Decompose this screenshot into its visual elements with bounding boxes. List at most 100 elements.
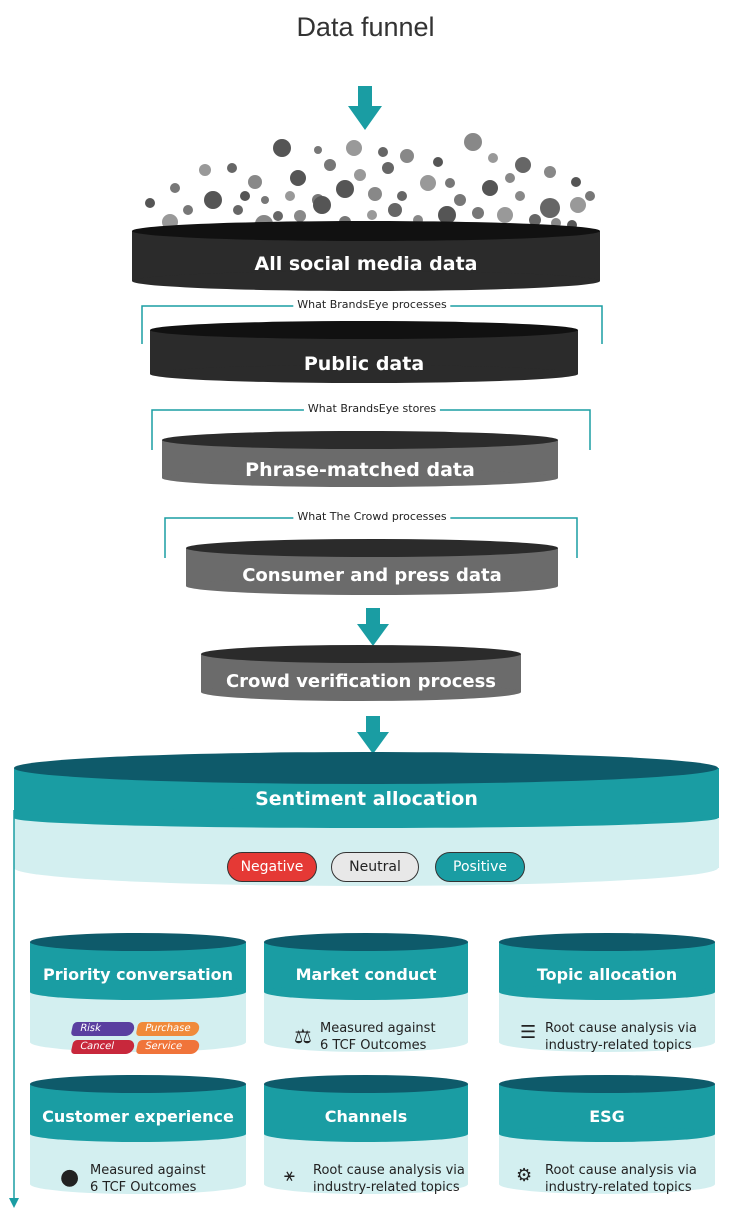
data-particle [540,198,560,218]
page-title: Data funnel [296,12,435,42]
data-particle [233,205,243,215]
card-cylinder [499,1075,715,1194]
gear-leaf-icon: ⚙ [516,1165,533,1186]
data-particle [571,177,581,187]
data-particle [388,203,402,217]
data-particle [183,205,193,215]
data-particle [472,207,484,219]
data-particle [367,210,377,220]
data-particle [488,153,498,163]
card-text-esg-2: industry-related topics [545,1180,692,1195]
card-text-channels-1: Root cause analysis via [313,1163,465,1178]
arrow-to-crowd-icon [357,608,389,646]
data-particle [585,191,595,201]
arrow-to-sentiment-icon [357,716,389,754]
card-title-market: Market conduct [295,965,437,984]
tag-purchase: Purchase [135,1022,201,1036]
flow-line-icon [9,810,19,1208]
data-particle [273,211,283,221]
data-particle [285,191,295,201]
data-particle [170,183,180,193]
data-particle [505,173,515,183]
card-title-channels: Channels [324,1107,408,1126]
data-particle [529,214,541,226]
pill-positive: Positive [435,852,525,882]
tier-label-consumer-press: Consumer and press data [242,565,502,586]
head-icon: ● [60,1165,80,1190]
bracket-label-processes: What BrandsEye processes [293,298,451,311]
data-particle [497,207,513,223]
sentiment-title: Sentiment allocation [255,788,478,810]
tier-label-public: Public data [303,353,425,375]
data-particle [544,166,556,178]
card-text-market-2: 6 TCF Outcomes [320,1038,427,1053]
card-cylinder [30,1075,246,1194]
data-particle [400,149,414,163]
data-particle [290,170,306,186]
tag-service: Service [135,1040,201,1054]
data-particle [515,157,531,173]
tag-risk: Risk [70,1022,136,1036]
data-particle [445,178,455,188]
data-particle [378,147,388,157]
data-particle [433,157,443,167]
data-particle [199,164,211,176]
analysis-cards [30,933,715,1194]
data-particle [570,197,586,213]
data-particle [324,159,336,171]
data-particles [145,133,595,240]
tier-public [150,321,578,383]
pill-neutral: Neutral [331,852,419,882]
data-particle [294,210,306,222]
card-text-market-1: Measured against [320,1021,436,1036]
bracket-label-stores: What BrandsEye stores [303,402,441,415]
data-particle [145,198,155,208]
data-particle [420,175,436,191]
data-particle [314,146,322,154]
tier-phrase-matched [162,431,558,487]
tier-label-crowd-verification: Crowd verification process [225,671,497,692]
data-particle [397,191,407,201]
scales-icon: ⚖ [294,1024,312,1048]
card-title-priority: Priority conversation [43,965,233,984]
card-text-topic-1: Root cause analysis via [545,1021,697,1036]
tier-label-all-social: All social media data [254,253,478,275]
card-text-topic-2: industry-related topics [545,1038,692,1053]
data-particle [454,194,466,206]
data-particle [240,191,250,201]
data-particle [354,169,366,181]
input-arrow-icon [348,86,382,130]
data-particle [346,140,362,156]
data-particle [515,191,525,201]
card-title-esg: ESG [589,1107,625,1126]
pill-negative: Negative [227,852,317,882]
card-title-customer: Customer experience [42,1107,234,1126]
card-title-topic: Topic allocation [536,965,678,984]
sentiment-cylinder [14,752,719,886]
data-particle [482,180,498,196]
data-particle [336,180,354,198]
data-particle [204,191,222,209]
data-particle [382,162,394,174]
data-particle [313,196,331,214]
tag-cancel: Cancel [70,1040,136,1054]
bracket-processes [141,305,603,344]
network-icon: ⚹ [284,1165,295,1186]
data-particle [261,196,269,204]
data-particle [273,139,291,157]
card-text-channels-2: industry-related topics [313,1180,460,1195]
card-cylinder [264,933,468,1052]
tier-label-phrase-matched: Phrase-matched data [245,459,475,481]
tier-all-social [132,221,600,291]
data-particle [464,133,482,151]
data-particle [248,175,262,189]
card-cylinder [264,1075,468,1194]
data-particle [368,187,382,201]
list-icon: ☰ [520,1022,537,1043]
data-particle [438,206,456,224]
card-text-customer-2: 6 TCF Outcomes [90,1180,197,1195]
card-cylinder [499,933,715,1052]
tier-consumer-press [186,539,558,595]
card-text-esg-1: Root cause analysis via [545,1163,697,1178]
